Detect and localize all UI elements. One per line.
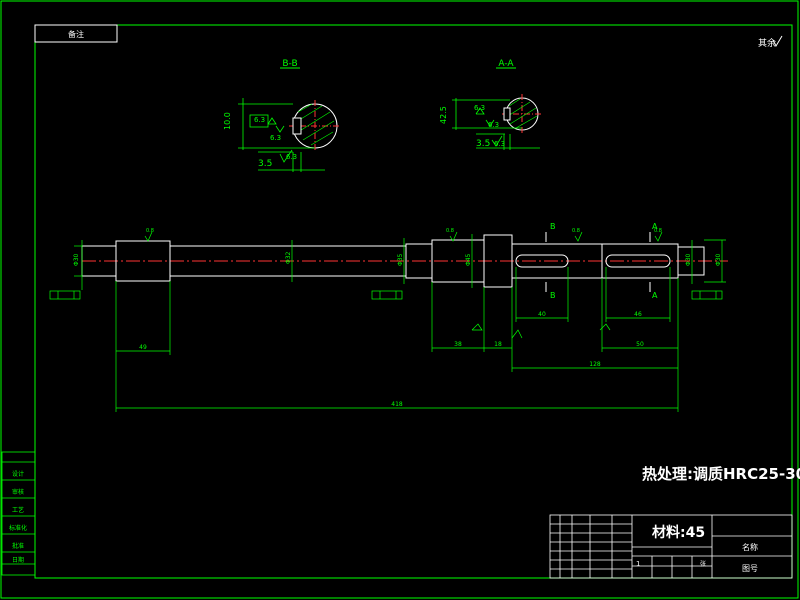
svg-text:6.3: 6.3	[488, 121, 499, 129]
title-scale-value: 1	[636, 560, 640, 568]
roughness-symbol-icon	[772, 35, 783, 48]
svg-text:Φ30: Φ30	[73, 253, 80, 266]
dim-shoulder-2: 18	[494, 341, 502, 348]
svg-text:10.0: 10.0	[223, 112, 232, 130]
sidebar-cell-1: 设计	[12, 470, 24, 478]
sidebar-cell-6: 日期	[12, 556, 24, 564]
roughness-note: 其余	[758, 37, 776, 49]
section-a-a: A-A 42.5 6.3 6.3 6.3 3.5	[439, 59, 542, 150]
svg-text:6.3: 6.3	[286, 153, 297, 161]
title-sheet-value: 张	[700, 560, 706, 568]
top-left-label: 备注	[68, 29, 84, 39]
left-sidebar-table	[1, 451, 36, 576]
aa-offset-dim: 3.5	[476, 139, 490, 149]
dim-keyway-a: 46	[634, 311, 642, 318]
svg-text:42.5: 42.5	[439, 106, 448, 124]
svg-text:0.8: 0.8	[572, 228, 580, 234]
cut-mark-b-bottom: B	[550, 291, 556, 300]
dim-left-step: 49	[139, 344, 147, 351]
svg-text:Φ32: Φ32	[285, 251, 292, 264]
shaft-main-view: B B A A Φ30 Φ32 Φ35 Φ45 Φ30 Φ30 0.8	[49, 222, 728, 412]
svg-text:0.8: 0.8	[446, 228, 454, 234]
top-left-box	[34, 24, 118, 43]
sidebar-cell-5: 批准	[12, 542, 24, 550]
cut-mark-b-top: B	[550, 222, 556, 231]
svg-text:6.3: 6.3	[254, 116, 265, 124]
svg-text:6.3: 6.3	[270, 134, 281, 142]
heat-treatment-note: 热处理:调质HRC25-30	[642, 465, 800, 483]
cut-mark-a-bottom: A	[652, 291, 658, 300]
svg-text:Φ30: Φ30	[685, 253, 692, 266]
svg-text:6.3: 6.3	[494, 140, 505, 148]
dim-shoulder-1: 38	[454, 341, 462, 348]
sidebar-cell-2: 审核	[12, 488, 24, 496]
title-drawing-no-label: 图号	[742, 564, 758, 573]
title-name-label: 名称	[742, 542, 758, 552]
section-a-a-label: A-A	[498, 59, 514, 69]
bb-offset-dim: 3.5	[258, 159, 272, 169]
section-b-b: B-B 10.0 6.3 6.3 6.3	[223, 59, 341, 172]
svg-text:Φ45: Φ45	[465, 253, 472, 266]
svg-text:6.3: 6.3	[474, 104, 485, 112]
section-b-b-label: B-B	[282, 59, 297, 69]
svg-text:0.8: 0.8	[654, 228, 662, 234]
svg-text:Φ30: Φ30	[715, 253, 722, 266]
title-block	[549, 514, 793, 579]
inner-border	[34, 24, 793, 579]
sidebar-cell-4: 标准化	[9, 524, 27, 532]
material-label: 材料:45	[652, 524, 705, 541]
svg-text:Φ35: Φ35	[397, 253, 404, 266]
dim-right-segment: 128	[589, 361, 601, 368]
dim-keyway-b: 40	[538, 311, 546, 318]
svg-text:0.8: 0.8	[146, 228, 154, 234]
sidebar-cell-3: 工艺	[12, 506, 24, 514]
dim-right-end: 50	[636, 341, 644, 348]
cut-mark-a-top: A	[652, 222, 658, 231]
dim-total-length: 418	[391, 401, 403, 408]
